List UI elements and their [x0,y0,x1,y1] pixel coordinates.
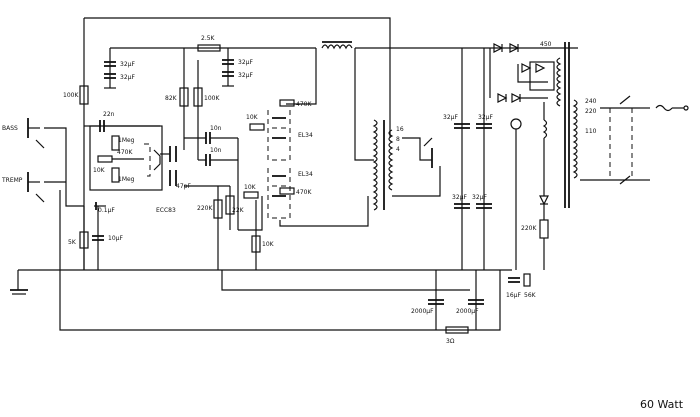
input-label-tremp: TREMP [1,177,23,184]
label-10k-tail: 10K [262,241,275,248]
label-32uf-d: 32µF [238,72,253,79]
label-220k-bias: 220K [521,225,537,232]
input-section: BASS TREMP [1,118,84,295]
label-47pf: 47pF [176,183,191,190]
label-tap-4: 4 [396,146,400,153]
label-tap-16: 16 [396,126,404,133]
label-100k-mid: 100K [204,95,220,102]
label-10uf: 10µF [108,235,123,242]
preamp-stage: 100K 22n 1Meg 470K 10K 1Meg 0.1µF 5K 10µ… [63,85,176,270]
label-82k: 82K [165,95,178,102]
output-transformer: 16 8 4 [372,119,441,211]
label-450: 450 [540,41,552,48]
label-470k-tone: 470K [117,149,133,156]
power-tubes: 10K 10K EL34 470K EL34 470K 10K [238,41,374,270]
label-32uf-c: 32µF [238,59,253,66]
label-22n: 22n [103,111,115,118]
label-tap-8: 8 [396,136,400,143]
rectifier-section: 450 220K 16µF 56K 2 [489,41,689,299]
label-mains-240: 240 [585,98,597,105]
label-56k: 56K [524,292,537,299]
label-32uf-ps3: 32µF [452,194,467,201]
label-16uf: 16µF [506,292,521,299]
label-2000uf-b: 2000µF [456,308,479,315]
label-5k: 5K [68,239,77,246]
label-470k-b: 470K [296,189,312,196]
phase-inverter: 82K 100K 47pF 10n 10n 220K 22K [160,48,245,270]
tube-label-el34-a: EL34 [298,132,313,139]
label-2000uf-a: 2000µF [411,308,434,315]
label-10k-grid-b: 10K [244,184,257,191]
label-32uf-ps4: 32µF [472,194,487,201]
label-10n-a: 10n [210,125,222,132]
label-32uf-a: 32µF [120,61,135,68]
caption-60-watt: 60 Watt [640,398,684,411]
rails [18,17,578,331]
label-3ohm: 3Ω [446,338,455,345]
label-10k-grid-a: 10K [246,114,259,121]
label-10k-tone: 10K [93,167,106,174]
label-32uf-b: 32µF [120,74,135,81]
label-25k: 2.5K [201,35,216,42]
label-1meg-b: 1Meg [118,176,135,183]
label-10n-b: 10n [210,147,222,154]
psu-filter: 32µF 32µF 32µF 32µF 2000µF 2000µF 3Ω [411,48,493,345]
label-32uf-ps1: 32µF [443,114,458,121]
label-220k: 220K [197,205,213,212]
label-mains-220: 220 [585,108,597,115]
label-01uf: 0.1µF [98,207,115,214]
input-label-bass: BASS [2,125,18,132]
label-32uf-ps2: 32µF [478,114,493,121]
label-1meg-a: 1Meg [118,137,135,144]
tube-label-el34-b: EL34 [298,171,313,178]
label-mains-110: 110 [585,128,597,135]
label-100k-left: 100K [63,92,79,99]
filter-caps-top: 32µF 32µF 2.5K 32µF 32µF [104,35,253,89]
tube-label-ecc83: ECC83 [156,207,176,214]
